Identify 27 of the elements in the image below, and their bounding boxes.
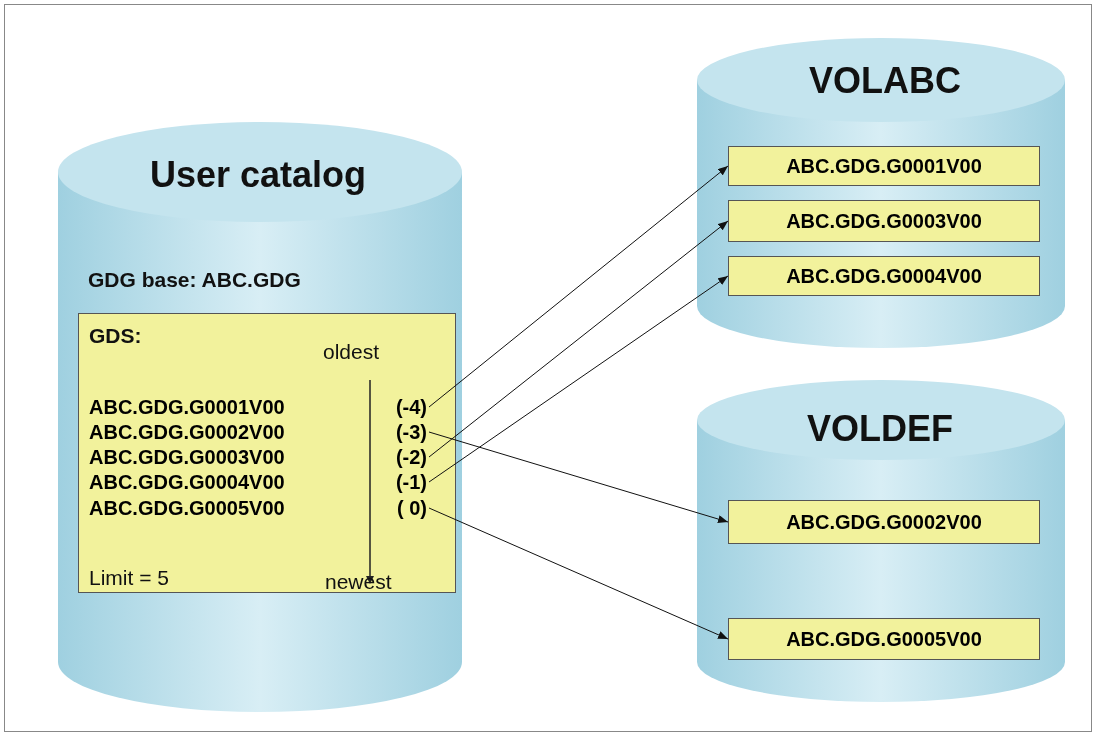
database-cylinder — [697, 38, 1065, 348]
database-cylinder — [697, 380, 1065, 702]
arrow — [428, 165, 729, 408]
catalog-entry: ABC.GDG.G0004V00 (-1) — [89, 469, 427, 495]
limit-note: Limit = 5 — [89, 566, 169, 590]
volume-title: VOLDEF — [807, 408, 953, 450]
dataset-box: ABC.GDG.G0004V00 — [728, 256, 1040, 296]
volume-title: VOLABC — [809, 60, 961, 102]
catalog-entry: ABC.GDG.G0005V00 ( 0) — [89, 495, 427, 521]
dataset-box: ABC.GDG.G0005V00 — [728, 618, 1040, 660]
arrow — [428, 275, 729, 483]
arrow — [428, 431, 729, 523]
catalog-entry: ABC.GDG.G0003V00 (-2) — [89, 444, 427, 470]
dataset-box: ABC.GDG.G0001V00 — [728, 146, 1040, 186]
dataset-box: ABC.GDG.G0003V00 — [728, 200, 1040, 242]
cylinder-title: User catalog — [150, 154, 367, 196]
arrow — [428, 220, 729, 458]
gdg-base-label: GDG base: ABC.GDG — [88, 268, 301, 292]
oldest-label: oldest — [323, 340, 380, 364]
catalog-entry: ABC.GDG.G0002V00 (-3) — [89, 419, 427, 445]
catalog-entry: ABC.GDG.G0001V00 (-4) — [89, 394, 427, 420]
arrow — [428, 507, 729, 640]
box-heading: GDS: — [89, 324, 142, 348]
database-cylinder — [58, 122, 462, 712]
generation-list-panel — [78, 313, 456, 593]
dataset-box: ABC.GDG.G0002V00 — [728, 500, 1040, 544]
newest-label: newest — [325, 570, 392, 594]
